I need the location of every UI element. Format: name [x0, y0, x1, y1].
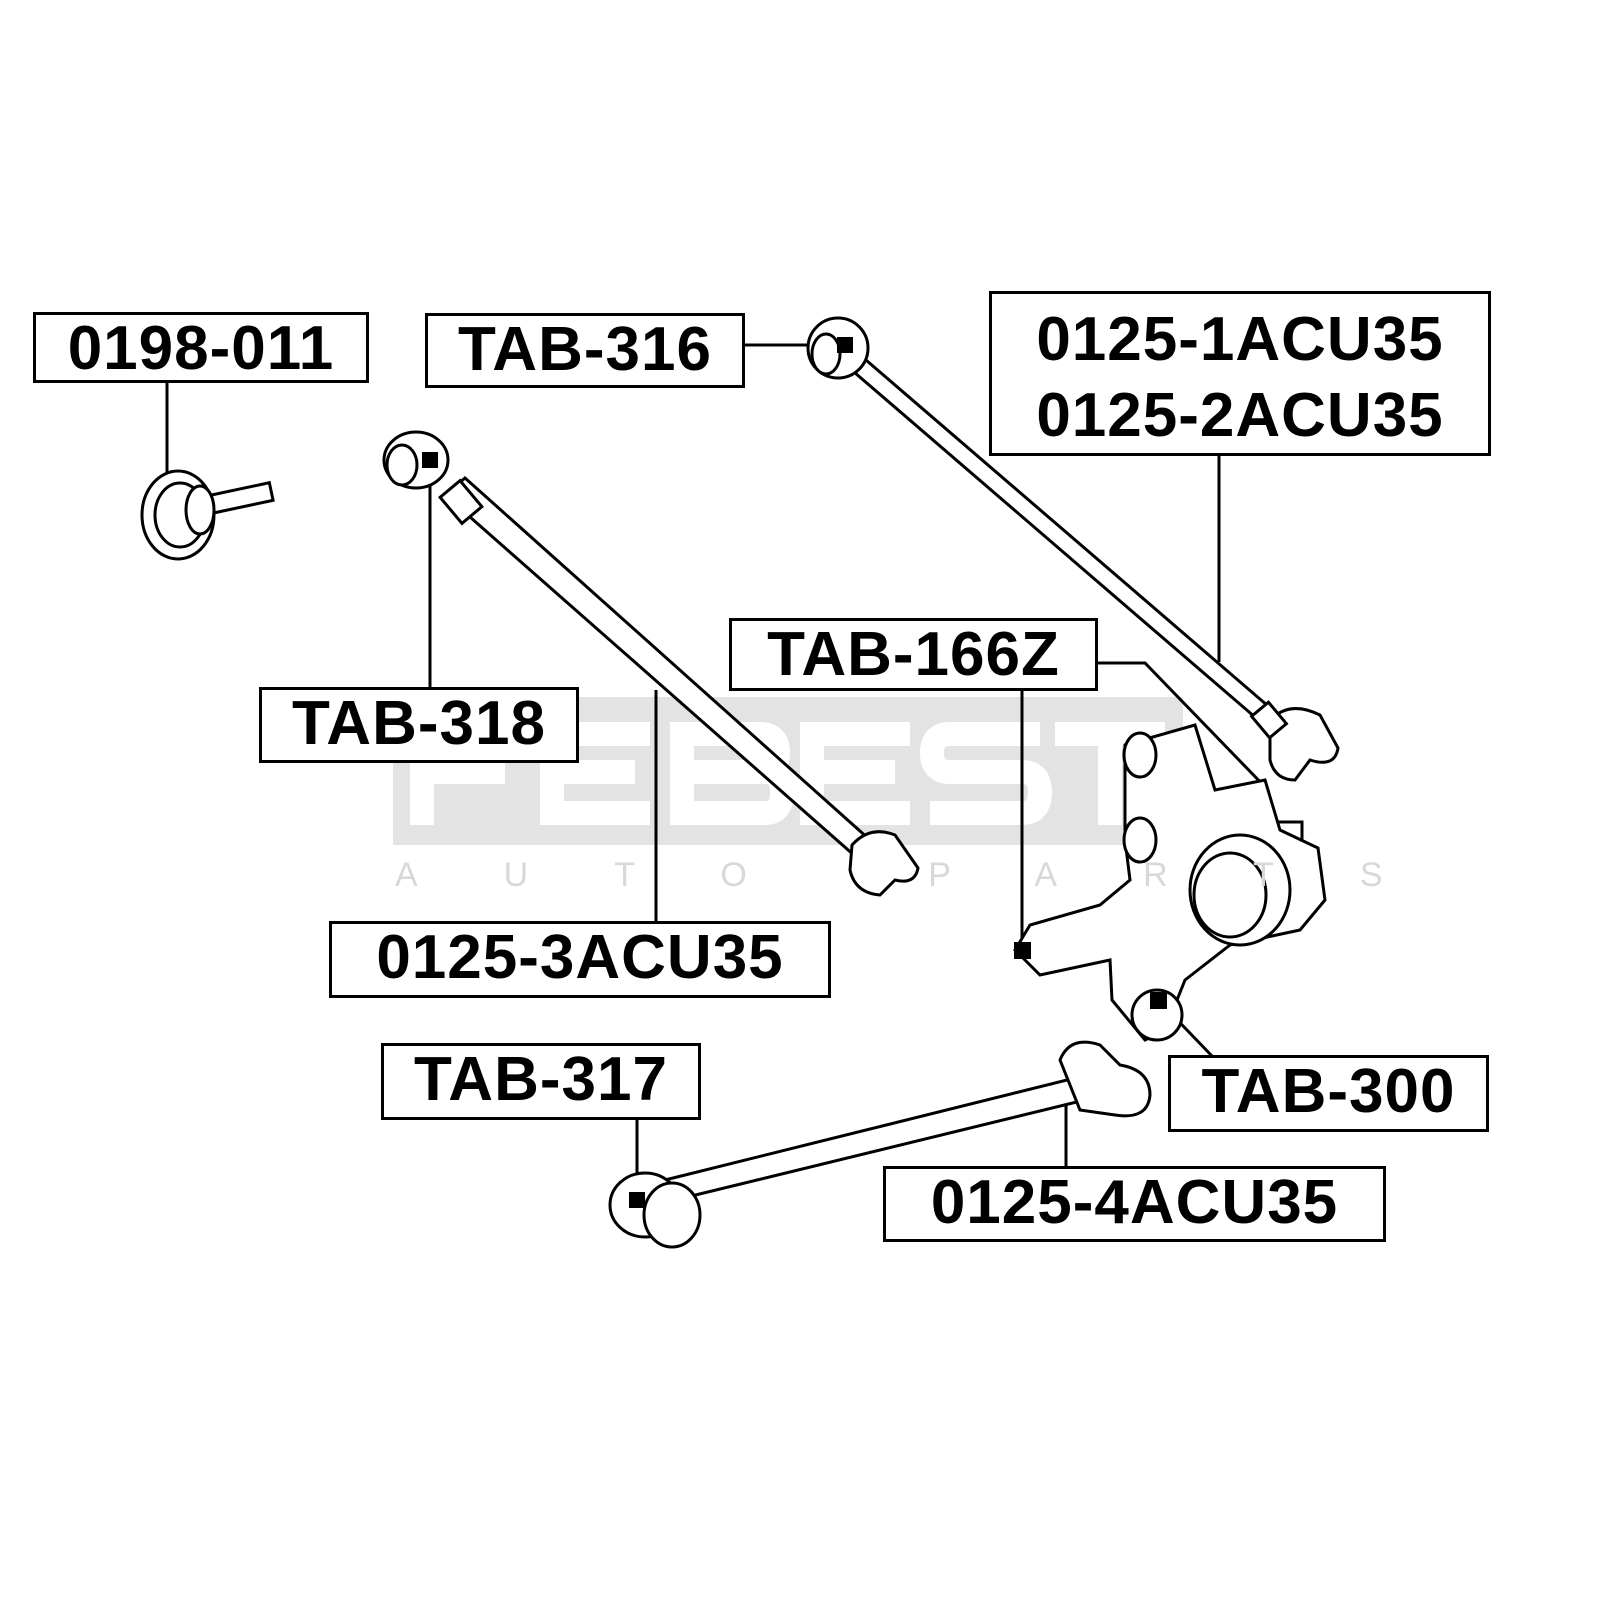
- camber-bolt-drawing: [140, 469, 275, 561]
- watermark-tagline: AUTO PARTS: [395, 856, 1469, 894]
- steering-knuckle: [1013, 723, 1327, 1042]
- label-0125-2acu35: 0125-2ACU35: [1036, 381, 1444, 450]
- control-arm-3: [382, 430, 920, 897]
- bushing-markers: [422, 337, 1167, 1208]
- label-tab-300: TAB-300: [1168, 1055, 1489, 1132]
- label-tab-317: TAB-317: [381, 1043, 701, 1120]
- label-tab-166z: TAB-166Z: [729, 618, 1098, 691]
- label-tab-318: TAB-318: [259, 687, 579, 763]
- label-tab-316: TAB-316: [425, 313, 745, 388]
- bushing-marker-tab316: [837, 337, 853, 353]
- bushing-marker-tab317: [629, 1192, 645, 1208]
- label-0198-011: 0198-011: [33, 312, 369, 383]
- label-0125-4acu35: 0125-4ACU35: [883, 1166, 1386, 1242]
- label-0125-1-2acu35: 0125-1ACU35 0125-2ACU35: [989, 291, 1491, 456]
- label-0125-1acu35: 0125-1ACU35: [1036, 305, 1444, 374]
- label-0125-3acu35: 0125-3ACU35: [329, 921, 831, 998]
- bushing-marker-tab300: [1150, 992, 1167, 1009]
- bushing-marker-tab318: [422, 452, 438, 468]
- bushing-marker-tab166z: [1014, 942, 1031, 959]
